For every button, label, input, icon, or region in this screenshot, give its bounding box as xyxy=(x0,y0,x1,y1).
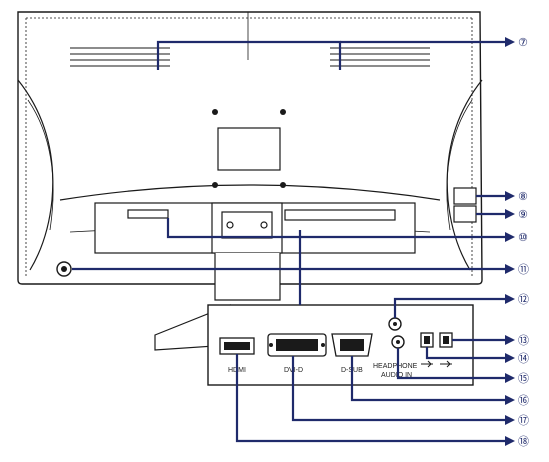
callout-17: ⑰ xyxy=(518,414,529,427)
audio-in-jack xyxy=(391,335,405,349)
usb-symbol-icon xyxy=(421,360,452,368)
usb-port xyxy=(420,332,434,348)
callout-lines xyxy=(72,40,505,443)
callout-16: ⑯ xyxy=(518,394,529,407)
stand-neck xyxy=(94,202,416,301)
power-indicator xyxy=(56,261,72,277)
speaker-vents xyxy=(70,47,430,67)
callout-numbers: ⑦ ⑧ ⑨ ⑩ ⑪ ⑫ ⑬ ⑭ ⑮ ⑯ ⑰ ⑱ xyxy=(518,36,529,448)
callout-12: ⑫ xyxy=(518,293,529,306)
callout-11: ⑪ xyxy=(518,263,529,276)
callout-14: ⑭ xyxy=(518,352,529,365)
dsub-port xyxy=(331,333,373,357)
callout-13: ⑬ xyxy=(518,334,529,347)
callout-15: ⑮ xyxy=(518,372,529,385)
callout-10: ⑩ xyxy=(518,231,528,244)
callout-7: ⑦ xyxy=(518,36,528,49)
usb-port-2 xyxy=(439,332,453,348)
audio-in-label: AUDIO IN xyxy=(381,372,412,379)
callout-9: ⑨ xyxy=(518,208,528,221)
callout-8: ⑧ xyxy=(518,190,528,203)
callout-arrows xyxy=(505,37,515,446)
headphone-label: HEADPHONE xyxy=(373,363,418,370)
port-panel: HDMI DVI-D D-SUB HEADPHONE AUDIO IN xyxy=(207,304,474,386)
headphone-jack xyxy=(388,317,402,331)
dvi-port xyxy=(267,333,327,357)
hdmi-port xyxy=(219,337,255,355)
vesa-mount xyxy=(212,109,286,188)
callout-18: ⑱ xyxy=(518,435,529,448)
control-buttons xyxy=(453,187,477,223)
